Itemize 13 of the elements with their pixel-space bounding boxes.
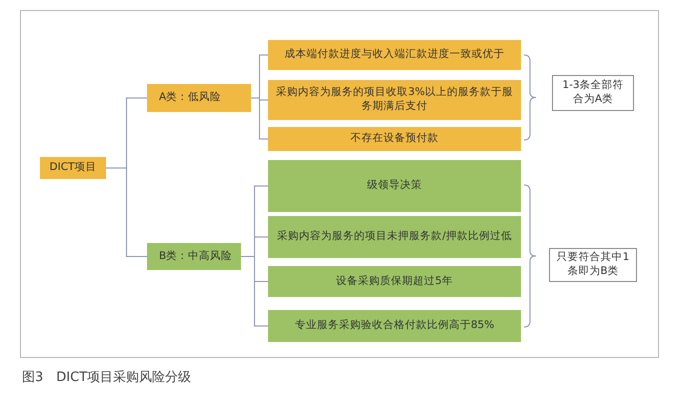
figure-caption: 图3 DICT项目采购风险分级 — [22, 369, 192, 386]
category-box: A类：低风险 — [147, 84, 251, 112]
criterion-box: 采购内容为服务的项目收取3%以上的服务款于服务期满后支付 — [268, 80, 521, 120]
criterion-box: 专业服务采购验收合格付款比例高于85% — [268, 310, 521, 342]
criterion-box: 级领导决策 — [268, 160, 521, 212]
connector-line — [106, 168, 148, 257]
root-box: DICT项目 — [40, 157, 106, 179]
criterion-box: 采购内容为服务的项目未押服务款/押款比例过低 — [268, 216, 521, 258]
criterion-box: 不存在设备预付款 — [268, 127, 521, 151]
criterion-box: 设备采购质保期超过5年 — [268, 266, 521, 297]
category-box: B类：中高风险 — [147, 243, 241, 270]
criterion-box: 成本端付款进度与收入端汇款进度一致或优于 — [268, 40, 521, 70]
connector-line — [240, 256, 268, 326]
